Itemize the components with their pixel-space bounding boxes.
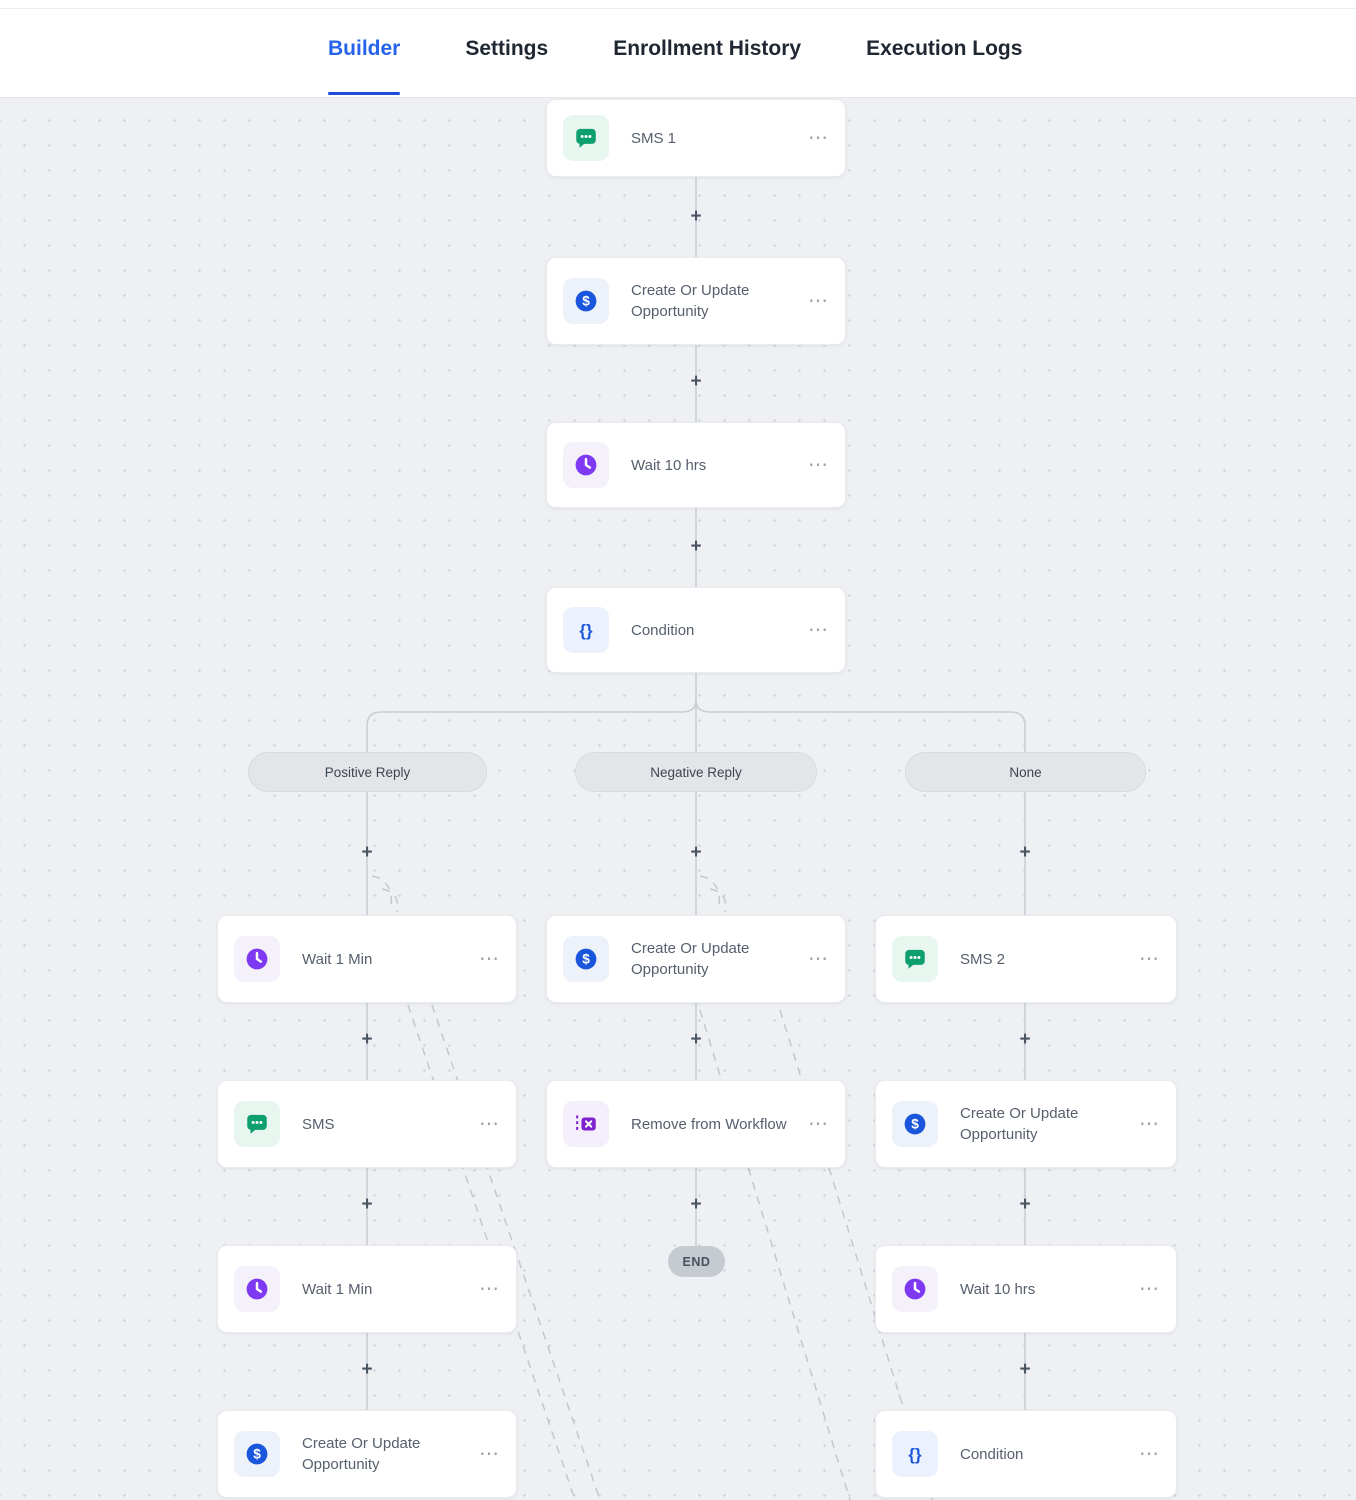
add-step-button[interactable]: + xyxy=(690,371,702,392)
braces-icon: {} xyxy=(563,607,609,653)
dollar-icon: $ xyxy=(563,936,609,982)
node-label: SMS 1 xyxy=(631,129,677,147)
tab-settings[interactable]: Settings xyxy=(465,36,549,60)
end-marker: END xyxy=(668,1246,725,1277)
add-step-button[interactable]: + xyxy=(690,842,702,863)
node-label: SMS xyxy=(302,1115,335,1133)
svg-text:$: $ xyxy=(582,952,590,967)
solid-connectors xyxy=(366,177,1026,1410)
branch-label-negative-reply[interactable]: Negative Reply xyxy=(575,752,817,792)
sms-icon xyxy=(234,1101,280,1147)
svg-text:$: $ xyxy=(253,1447,261,1462)
clock-icon xyxy=(563,442,609,488)
node-menu-icon[interactable]: ⋯ xyxy=(808,1113,829,1135)
add-step-button[interactable]: + xyxy=(361,1359,373,1380)
tab-enrollment-history[interactable]: Enrollment History xyxy=(613,36,802,60)
remove-icon xyxy=(563,1101,609,1147)
add-step-button[interactable]: + xyxy=(690,1194,702,1215)
node-menu-icon[interactable]: ⋯ xyxy=(808,948,829,970)
node-menu-icon[interactable]: ⋯ xyxy=(1139,1443,1160,1465)
workflow-node-wait-10-hrs[interactable]: Wait 10 hrs ⋯ xyxy=(546,422,846,508)
clock-icon xyxy=(892,1266,938,1312)
add-step-button[interactable]: + xyxy=(361,842,373,863)
node-menu-icon[interactable]: ⋯ xyxy=(808,454,829,476)
node-menu-icon[interactable]: ⋯ xyxy=(808,619,829,641)
node-label: Condition xyxy=(631,621,695,639)
sms-icon xyxy=(892,936,938,982)
workflow-node-wait-1-min[interactable]: Wait 1 Min ⋯ xyxy=(217,1245,517,1333)
dollar-icon: $ xyxy=(892,1101,938,1147)
add-step-button[interactable]: + xyxy=(361,1194,373,1215)
node-label: Wait 10 hrs xyxy=(631,456,707,474)
node-label: Wait 1 Min xyxy=(302,950,373,968)
node-label: Wait 1 Min xyxy=(302,1280,373,1298)
add-step-button[interactable]: + xyxy=(690,536,702,557)
add-step-button[interactable]: + xyxy=(690,206,702,227)
workflow-node-create-or-update-opportunity[interactable]: $ Create Or Update Opportunity ⋯ xyxy=(546,915,846,1003)
tab-builder[interactable]: Builder xyxy=(328,0,401,97)
node-label: Create Or Update Opportunity xyxy=(631,940,750,978)
workflow-node-sms-2[interactable]: SMS 2 ⋯ xyxy=(875,915,1177,1003)
node-label: Create Or Update Opportunity xyxy=(302,1435,421,1473)
workflow-node-wait-10-hrs[interactable]: Wait 10 hrs ⋯ xyxy=(875,1245,1177,1333)
add-step-button[interactable]: + xyxy=(1019,1194,1031,1215)
node-menu-icon[interactable]: ⋯ xyxy=(479,1113,500,1135)
node-menu-icon[interactable]: ⋯ xyxy=(1139,1278,1160,1300)
node-label: SMS 2 xyxy=(960,950,1006,968)
header-divider xyxy=(0,8,1356,9)
node-label: Wait 10 hrs xyxy=(960,1280,1036,1298)
dollar-icon: $ xyxy=(563,278,609,324)
add-step-button[interactable]: + xyxy=(690,1029,702,1050)
workflow-node-create-or-update-opportunity[interactable]: $ Create Or Update Opportunity ⋯ xyxy=(217,1410,517,1498)
branch-label-positive-reply[interactable]: Positive Reply xyxy=(248,752,487,792)
svg-text:{}: {} xyxy=(908,1445,922,1464)
braces-icon: {} xyxy=(892,1431,938,1477)
node-label: Condition xyxy=(960,1445,1024,1463)
workflow-node-create-or-update-opportunity[interactable]: $ Create Or Update Opportunity ⋯ xyxy=(875,1080,1177,1168)
svg-text:{}: {} xyxy=(579,621,593,640)
node-menu-icon[interactable]: ⋯ xyxy=(479,948,500,970)
clock-icon xyxy=(234,1266,280,1312)
workflow-node-wait-1-min[interactable]: Wait 1 Min ⋯ xyxy=(217,915,517,1003)
add-step-button[interactable]: + xyxy=(1019,1029,1031,1050)
node-menu-icon[interactable]: ⋯ xyxy=(1139,948,1160,970)
svg-text:$: $ xyxy=(582,294,590,309)
workflow-node-sms[interactable]: SMS ⋯ xyxy=(217,1080,517,1168)
workflow-node-condition[interactable]: {} Condition ⋯ xyxy=(546,587,846,673)
node-menu-icon[interactable]: ⋯ xyxy=(808,127,829,149)
add-step-button[interactable]: + xyxy=(1019,1359,1031,1380)
workflow-node-sms-1[interactable]: SMS 1 ⋯ xyxy=(546,99,846,177)
dollar-icon: $ xyxy=(234,1431,280,1477)
clock-icon xyxy=(234,936,280,982)
node-menu-icon[interactable]: ⋯ xyxy=(808,290,829,312)
node-menu-icon[interactable]: ⋯ xyxy=(479,1443,500,1465)
node-label: Create Or Update Opportunity xyxy=(631,282,750,320)
workflow-node-create-or-update-opportunity[interactable]: $ Create Or Update Opportunity ⋯ xyxy=(546,257,846,345)
add-step-button[interactable]: + xyxy=(1019,842,1031,863)
tab-bar: Builder Settings Enrollment History Exec… xyxy=(328,0,1022,97)
node-menu-icon[interactable]: ⋯ xyxy=(1139,1113,1160,1135)
add-step-button[interactable]: + xyxy=(361,1029,373,1050)
workflow-node-condition[interactable]: {} Condition ⋯ xyxy=(875,1410,1177,1498)
node-menu-icon[interactable]: ⋯ xyxy=(479,1278,500,1300)
branch-label-none[interactable]: None xyxy=(905,752,1146,792)
node-label: Create Or Update Opportunity xyxy=(960,1105,1079,1143)
top-navigation: Builder Settings Enrollment History Exec… xyxy=(0,0,1356,98)
tab-execution-logs[interactable]: Execution Logs xyxy=(866,36,1023,60)
svg-text:$: $ xyxy=(911,1117,919,1132)
node-label: Remove from Workflow xyxy=(631,1115,787,1133)
sms-icon xyxy=(563,115,609,161)
workflow-node-remove-from-workflow[interactable]: Remove from Workflow ⋯ xyxy=(546,1080,846,1168)
